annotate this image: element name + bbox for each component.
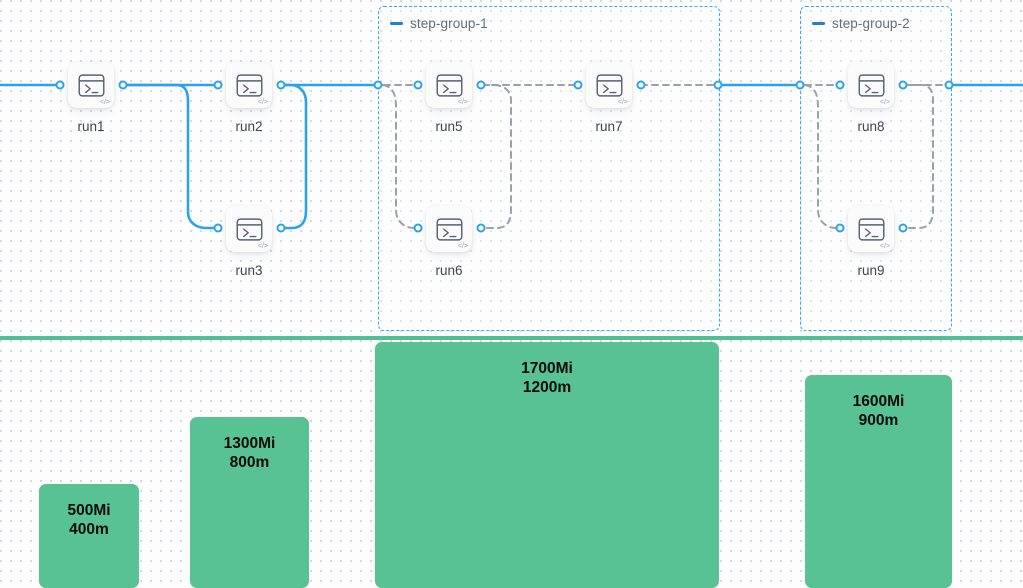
- code-icon: </>: [879, 243, 890, 250]
- port-run9-in[interactable]: [835, 223, 845, 233]
- terminal-icon: [236, 73, 263, 97]
- node-run1[interactable]: </>: [68, 62, 114, 108]
- step-group-1-label: step-group-1: [410, 16, 488, 31]
- code-icon: </>: [457, 99, 468, 106]
- bar-cpu-value: 400m: [69, 520, 109, 538]
- node-label-run8: run8: [857, 119, 885, 134]
- bar-cpu-value: 900m: [858, 411, 899, 429]
- node-run2[interactable]: </>: [226, 62, 272, 108]
- port-run5-out[interactable]: [476, 80, 486, 90]
- port-run3-out[interactable]: [276, 223, 286, 233]
- port-run7-in[interactable]: [573, 80, 583, 90]
- node-run8[interactable]: </>: [848, 62, 894, 108]
- bar-cpu-value: 800m: [229, 453, 270, 471]
- step-group-1-container[interactable]: step-group-1: [378, 6, 720, 331]
- code-icon: </>: [879, 99, 890, 106]
- node-label-run1: run1: [77, 119, 105, 134]
- bar-memory-value: 1300Mi: [223, 435, 276, 452]
- port-run7-out[interactable]: [636, 80, 646, 90]
- port-run8-out[interactable]: [898, 80, 908, 90]
- node-run9[interactable]: </>: [848, 206, 894, 252]
- node-run3[interactable]: </>: [226, 206, 272, 252]
- node-label-run6: run6: [435, 263, 463, 278]
- port-group1-in[interactable]: [373, 80, 383, 90]
- port-group1-out[interactable]: [713, 80, 723, 90]
- collapse-dash-icon[interactable]: [390, 22, 403, 25]
- step-group-2-label: step-group-2: [832, 16, 910, 31]
- bar-memory-value: 500Mi: [67, 502, 111, 519]
- node-run7[interactable]: </>: [586, 62, 632, 108]
- node-label-run7: run7: [595, 119, 623, 134]
- terminal-icon: [858, 217, 885, 241]
- code-icon: </>: [457, 243, 468, 250]
- port-run8-in[interactable]: [835, 80, 845, 90]
- port-run1-in[interactable]: [55, 80, 65, 90]
- node-label-run5: run5: [435, 119, 463, 134]
- code-icon: </>: [257, 99, 268, 106]
- port-run2-in[interactable]: [213, 80, 223, 90]
- bar-memory-value: 1700Mi: [521, 360, 573, 377]
- step-group-2-header[interactable]: step-group-2: [812, 16, 910, 31]
- node-run6[interactable]: </>: [426, 206, 472, 252]
- port-group2-in[interactable]: [795, 80, 805, 90]
- terminal-icon: [78, 73, 105, 97]
- port-run6-out[interactable]: [476, 223, 486, 233]
- section-divider: [0, 336, 1023, 340]
- port-group2-out[interactable]: [944, 80, 954, 90]
- terminal-icon: [436, 73, 463, 97]
- port-run6-in[interactable]: [413, 223, 423, 233]
- node-label-run2: run2: [235, 119, 263, 134]
- terminal-icon: [436, 217, 463, 241]
- step-group-1-header[interactable]: step-group-1: [390, 16, 488, 31]
- node-label-run3: run3: [235, 263, 263, 278]
- port-run1-out[interactable]: [118, 80, 128, 90]
- collapse-dash-icon[interactable]: [812, 22, 825, 25]
- code-icon: </>: [617, 99, 628, 106]
- edge-run3-run2out: [279, 83, 308, 230]
- port-run3-in[interactable]: [213, 223, 223, 233]
- port-run9-out[interactable]: [898, 223, 908, 233]
- port-run5-in[interactable]: [413, 80, 423, 90]
- node-label-run9: run9: [857, 263, 885, 278]
- terminal-icon: [236, 217, 263, 241]
- edge-run1-run3: [121, 83, 220, 230]
- terminal-icon: [596, 73, 623, 97]
- bar-memory-value: 1600Mi: [852, 393, 905, 410]
- code-icon: </>: [99, 99, 110, 106]
- terminal-icon: [858, 73, 885, 97]
- step-group-2-container[interactable]: step-group-2: [800, 6, 952, 331]
- code-icon: </>: [257, 243, 268, 250]
- bar-cpu-value: 1200m: [522, 378, 572, 396]
- node-run5[interactable]: </>: [426, 62, 472, 108]
- port-run2-out[interactable]: [276, 80, 286, 90]
